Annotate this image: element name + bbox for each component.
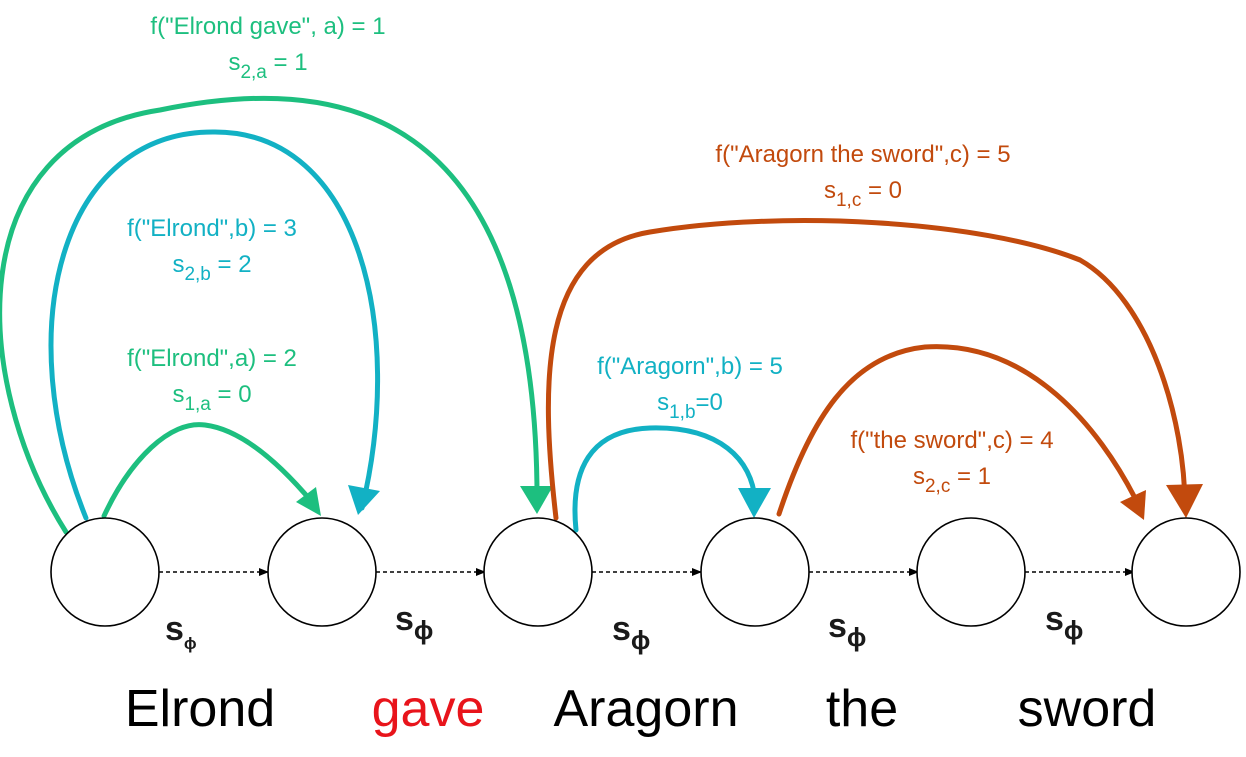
label-aragorn-b-s: s1,b=0 xyxy=(657,389,723,423)
arrowhead-elrond-b xyxy=(348,485,380,515)
label-aragorn-b-f: f("Aragorn",b) = 5 xyxy=(597,353,783,380)
label-elrond-b-f: f("Elrond",b) = 3 xyxy=(127,215,297,242)
arrowhead-aragorn-b xyxy=(738,488,771,518)
node-1 xyxy=(50,517,160,627)
edge-elrond-b xyxy=(48,129,381,521)
edges xyxy=(0,95,1203,535)
word-sword: sword xyxy=(1018,680,1157,738)
label-elrond-a-f: f("Elrond",a) = 2 xyxy=(127,345,297,372)
label-the-sword-c-f: f("the sword",c) = 4 xyxy=(850,427,1053,454)
label-elrond-gave-a-s: s2,a = 1 xyxy=(228,49,307,83)
word-elrond: Elrond xyxy=(125,680,275,738)
label-aragorn-the-sword-c-s: s1,c = 0 xyxy=(824,177,902,211)
label-elrond-gave-a-f: f("Elrond gave", a) = 1 xyxy=(150,13,385,40)
node-4 xyxy=(700,517,810,627)
word-gave: gave xyxy=(372,680,485,738)
node-5 xyxy=(916,517,1026,627)
edge-aragorn-the-sword-c xyxy=(545,218,1188,521)
edge-labels: f("Elrond gave", a) = 1 s2,a = 1 f("Elro… xyxy=(127,13,1053,497)
node-3 xyxy=(483,517,593,627)
label-elrond-a-s: s1,a = 0 xyxy=(172,381,251,415)
sentence: Elrond gave Aragorn the sword xyxy=(125,680,1157,738)
word-the: the xyxy=(826,680,898,738)
transition-label-2: sϕ xyxy=(395,600,433,645)
node-2 xyxy=(267,517,377,627)
arrowhead-elrond-a xyxy=(296,487,321,516)
edge-the-sword-c xyxy=(776,344,1138,517)
edge-elrond-a xyxy=(101,422,315,519)
edge-elrond-gave-a xyxy=(0,95,540,535)
label-the-sword-c-s: s2,c = 1 xyxy=(913,463,991,497)
node-6 xyxy=(1131,517,1241,627)
transition-label-1: sϕ xyxy=(165,610,197,653)
nodes xyxy=(50,517,1241,627)
transition-label-5: sϕ xyxy=(1045,600,1083,645)
transition-labels: sϕ sϕ sϕ sϕ sϕ xyxy=(165,600,1083,655)
arrowhead-aragorn-the-sword-c xyxy=(1166,484,1203,518)
label-elrond-b-s: s2,b = 2 xyxy=(172,251,251,285)
edge-aragorn-b xyxy=(572,425,758,533)
arrowhead-the-sword-c xyxy=(1120,490,1146,520)
transition-label-4: sϕ xyxy=(828,607,866,652)
arrowhead-elrond-gave-a xyxy=(520,486,553,514)
word-aragorn: Aragorn xyxy=(554,680,739,738)
transition-label-3: sϕ xyxy=(612,610,650,655)
label-aragorn-the-sword-c-f: f("Aragorn the sword",c) = 5 xyxy=(715,141,1010,168)
